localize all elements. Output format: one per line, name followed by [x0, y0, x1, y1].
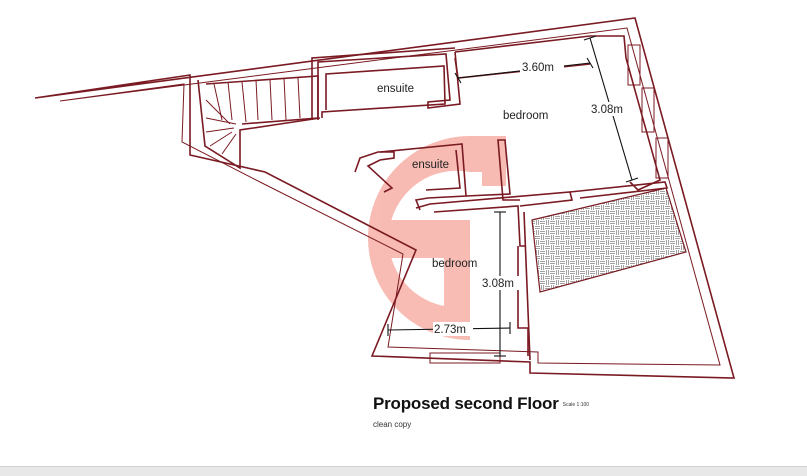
plan-subtitle: clean copy	[373, 420, 412, 429]
plan-title: Proposed second Floor	[373, 394, 559, 413]
room-label-bedroom-top: bedroom	[503, 110, 548, 122]
staircase	[197, 75, 321, 170]
dim-label-top-height: 3.08m	[591, 104, 623, 116]
outer-wall	[34, 17, 736, 379]
room-label-bedroom-bottom: bedroom	[432, 258, 477, 270]
room-label-ensuite-mid: ensuite	[412, 159, 449, 171]
plan-scale: Scale 1:100	[562, 402, 590, 408]
dim-label-bottom-height: 3.08m	[482, 278, 514, 290]
ensuite-top-walls	[311, 47, 461, 120]
ensuite-mid-walls	[354, 139, 520, 211]
dim-label-bottom-width: 2.73m	[434, 324, 466, 336]
room-label-ensuite-top: ensuite	[377, 83, 414, 95]
bottom-scrollbar[interactable]	[0, 466, 807, 476]
hatched-terrace	[531, 187, 687, 293]
dim-label-top-width: 3.60m	[522, 62, 554, 74]
